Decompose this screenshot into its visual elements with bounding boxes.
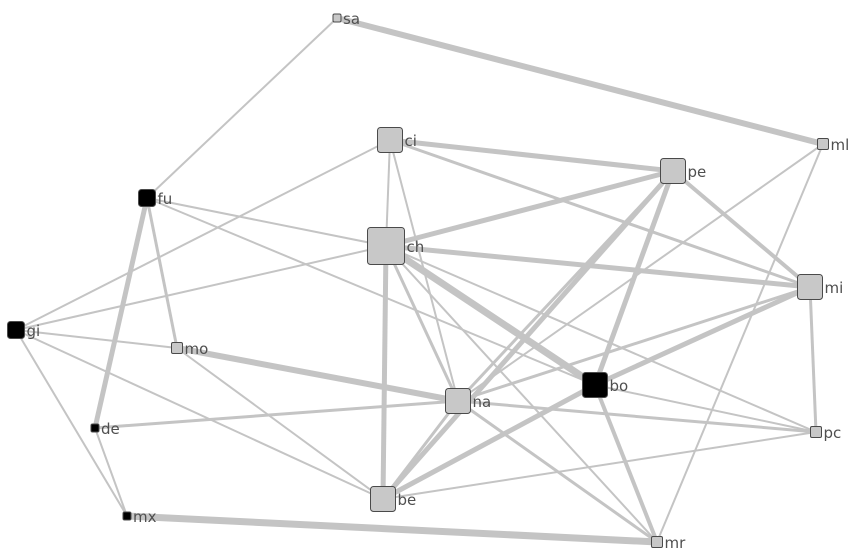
edge-gi-mo [15,329,178,349]
edge-ci-pe [389,137,674,174]
node-label-bo: bo [610,377,629,395]
edge-mi-na [457,285,811,403]
edge-pe-bo [592,170,676,386]
node-box-bo[interactable] [582,372,608,398]
node-label-mx: mx [133,508,157,526]
node-pe[interactable]: pe [660,158,707,184]
edge-ch-na [384,245,460,402]
edge-ch-be [380,245,389,500]
edge-bo-be [381,382,597,502]
edge-na-be [381,400,460,500]
node-mo[interactable]: mo [171,340,209,358]
edge-fu-mo [145,197,179,349]
node-mx[interactable]: mx [122,508,157,526]
edge-ch-bo [384,243,597,388]
edge-fu-ch [146,197,387,247]
edge-fu-de [92,197,150,429]
node-box-sa[interactable] [332,13,342,23]
node-na[interactable]: na [445,388,492,414]
edge-ml-mr [656,143,824,543]
node-box-na[interactable] [445,388,471,414]
nodes-layer: sa ml ci pe fu ch mi gi mo bo na de pc be mx mr [7,10,850,552]
node-box-gi[interactable] [7,321,25,339]
edge-mo-be [176,347,384,500]
edge-mi-pc [808,286,818,433]
node-ml[interactable]: ml [817,136,850,154]
node-be[interactable]: be [370,486,417,512]
node-box-ch[interactable] [367,227,405,265]
node-gi[interactable]: gi [7,321,41,341]
node-box-mo[interactable] [171,342,183,354]
edge-na-de [94,399,459,430]
edge-pe-be [381,169,675,501]
node-label-ch: ch [407,238,425,256]
node-box-de[interactable] [90,423,100,433]
node-box-pc[interactable] [810,426,822,438]
edge-ch-mr [385,245,658,543]
edge-de-mx [94,427,128,517]
node-label-mo: mo [185,340,209,358]
edge-sa-fu [146,17,338,199]
node-mr[interactable]: mr [651,534,687,552]
edge-ch-pc [385,245,817,433]
edge-mo-na [176,345,459,404]
edge-ci-gi [15,139,391,331]
edge-mx-mr [126,512,658,546]
edge-gi-be [15,329,384,500]
node-label-sa: sa [343,10,360,28]
node-label-na: na [473,393,492,411]
edge-mi-bo [593,284,812,388]
node-label-de: de [101,420,120,438]
edge-na-pc [457,399,817,434]
node-label-mi: mi [825,279,844,297]
edge-ch-gi [15,245,387,331]
node-label-ml: ml [831,136,850,154]
node-label-fu: fu [158,190,173,208]
edge-bo-pc [594,384,817,433]
edge-ch-mi [385,243,811,290]
node-box-mr[interactable] [651,536,663,548]
node-de[interactable]: de [90,420,120,438]
edge-ci-mi [389,138,811,289]
node-box-fu[interactable] [138,189,156,207]
node-box-ci[interactable] [377,127,403,153]
node-pc[interactable]: pc [810,424,842,442]
edge-be-pc [382,431,817,500]
edge-pe-mi [671,169,812,289]
node-ci[interactable]: ci [377,127,417,153]
node-box-mx[interactable] [122,511,132,521]
edge-bo-mr [593,384,659,543]
node-box-ml[interactable] [817,138,829,150]
node-label-pc: pc [824,424,842,442]
node-box-mi[interactable] [797,274,823,300]
edge-fu-bo [146,197,596,386]
node-label-pe: pe [688,163,707,181]
node-label-ci: ci [405,132,417,150]
node-label-gi: gi [27,322,41,340]
edges-layer [15,15,824,546]
node-mi[interactable]: mi [797,274,844,300]
edge-sa-ml [336,15,824,147]
node-ch[interactable]: ch [367,227,425,265]
node-label-be: be [398,491,417,509]
node-sa[interactable]: sa [332,10,360,28]
node-box-pe[interactable] [660,158,686,184]
node-box-be[interactable] [370,486,396,512]
node-bo[interactable]: bo [582,372,629,398]
node-fu[interactable]: fu [138,189,173,209]
edge-gi-mx [15,329,128,517]
node-label-mr: mr [665,534,687,552]
edge-pe-ch [385,168,674,249]
